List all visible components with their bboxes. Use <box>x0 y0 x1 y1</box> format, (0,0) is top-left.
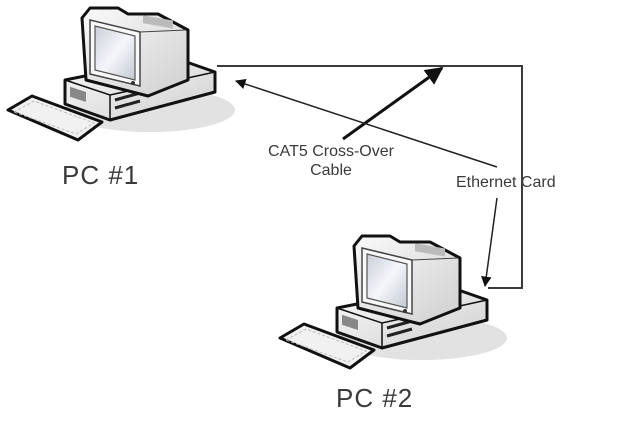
computer-icon-pc2 <box>278 234 507 370</box>
cable-annotation-line1: CAT5 Cross-Over <box>268 143 394 160</box>
ethernet-callout-arrow-pc2 <box>481 197 498 288</box>
cable-callout-arrow <box>342 66 444 141</box>
crossover-cable-line <box>217 65 523 289</box>
cable-annotation: CAT5 Cross-Over Cable <box>236 142 426 180</box>
ethernet-callout-arrow-pc1 <box>235 78 498 168</box>
pc2-label: PC #2 <box>336 383 414 413</box>
computer-icon-pc1 <box>6 6 235 142</box>
cable-annotation-line2: Cable <box>310 162 352 179</box>
ethernet-card-annotation: Ethernet Card <box>456 174 556 191</box>
pc1-label: PC #1 <box>62 160 140 190</box>
